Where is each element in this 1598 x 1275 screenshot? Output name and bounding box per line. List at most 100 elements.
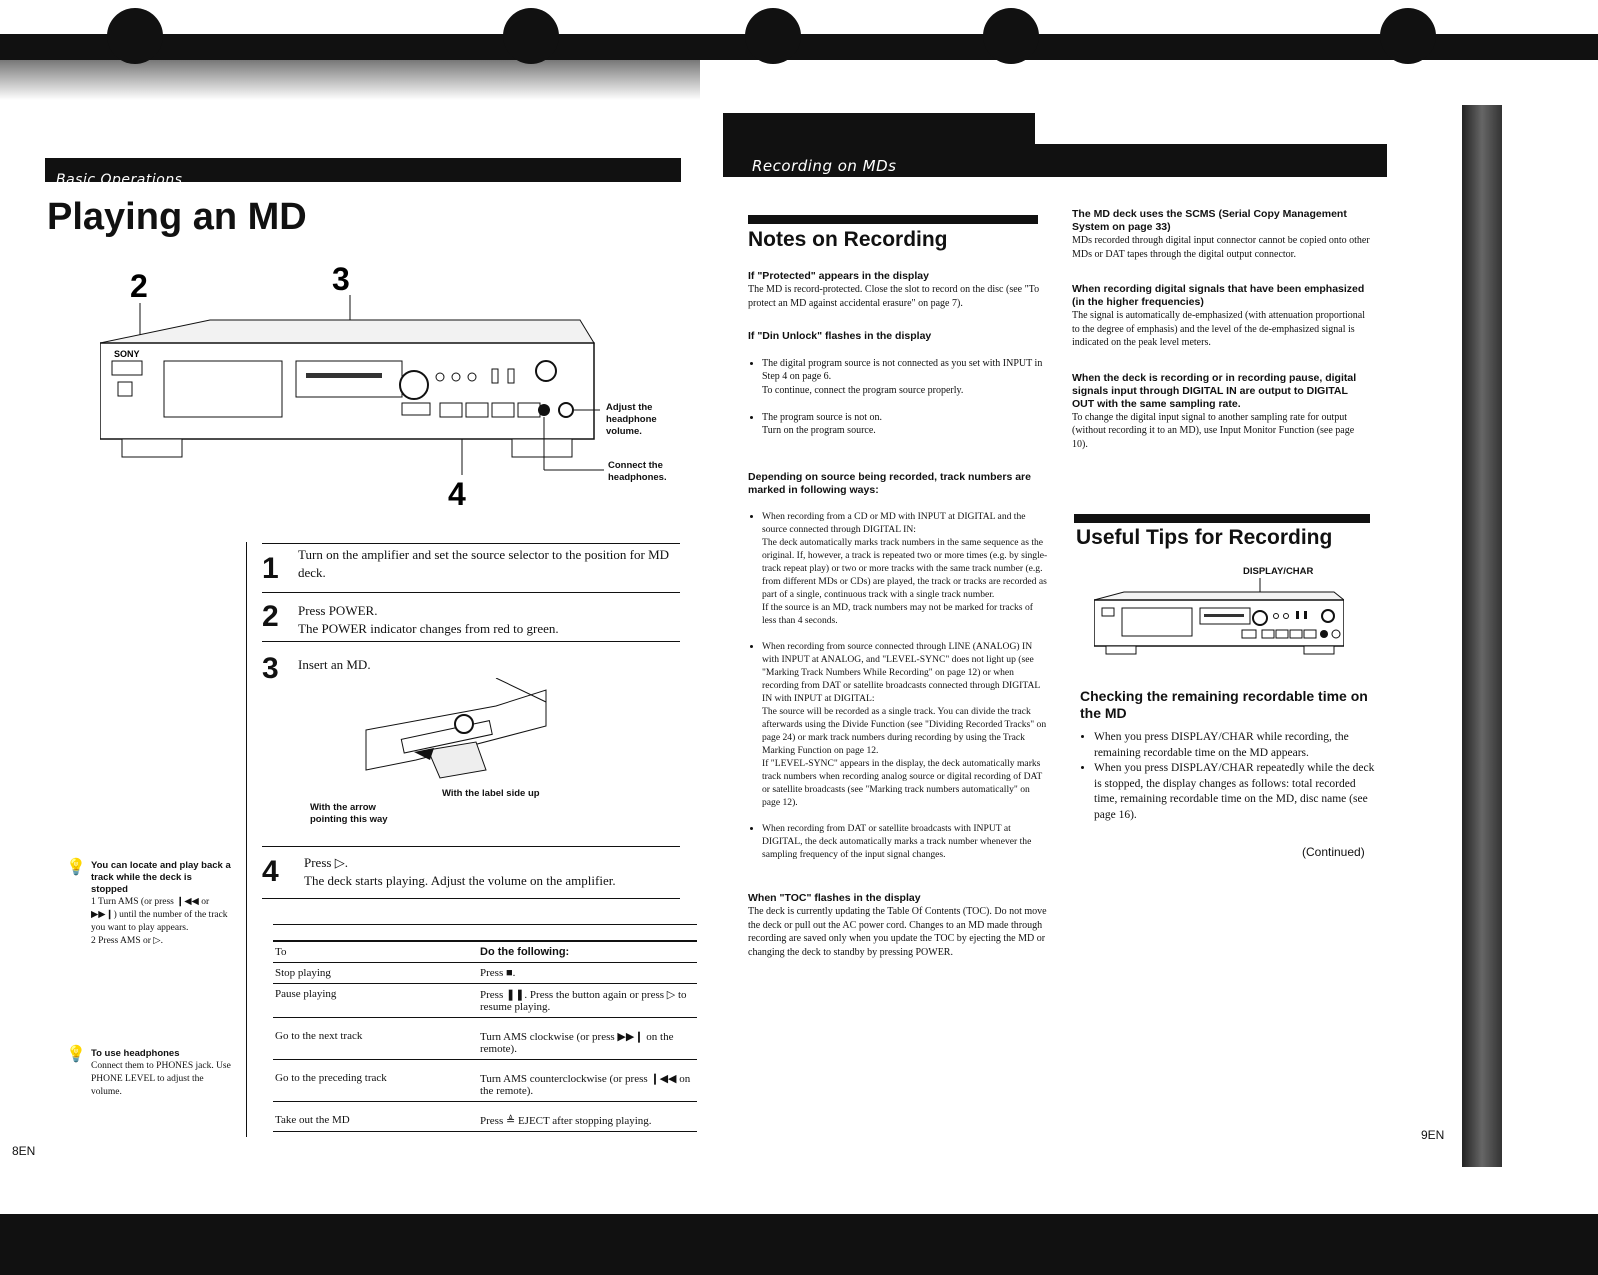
note-text: The MD is record-protected. Close the sl…: [748, 284, 1040, 309]
note-heading: When "TOC" flashes in the display: [748, 892, 921, 904]
step-line: The POWER indicator changes from red to …: [298, 621, 559, 636]
list-item: The digital program source is not connec…: [762, 357, 1048, 398]
step-number: 1: [262, 552, 279, 585]
note-list: The digital program source is not connec…: [748, 343, 1048, 451]
operations-table: To Do the following: Stop playing Press …: [273, 940, 697, 1132]
step-rule: [262, 898, 680, 899]
step-number: 2: [262, 600, 279, 633]
note-heading: If "Din Unlock" flashes in the display: [748, 330, 932, 342]
remaining-time-section: Checking the remaining recordable time o…: [1080, 688, 1376, 823]
table-header: Do the following:: [478, 940, 697, 963]
table-cell: Press ■.: [478, 962, 697, 984]
section-band-tab: [723, 113, 1035, 149]
table-row: Go to the next track Turn AMS clockwise …: [273, 1017, 697, 1060]
step-rule: [262, 592, 680, 593]
notes-column: If "Protected" appears in the display Th…: [748, 270, 1048, 959]
step-line: The deck starts playing. Adjust the volu…: [304, 873, 616, 888]
section-band: [45, 158, 681, 182]
notes-column-2: The MD deck uses the SCMS (Serial Copy M…: [1072, 208, 1372, 451]
note-text: The deck is currently updating the Table…: [748, 906, 1047, 958]
table-row: Pause playing Press ❚❚. Press the button…: [273, 983, 697, 1018]
note-heading: If "Protected" appears in the display: [748, 270, 929, 282]
callout-number: 4: [448, 476, 466, 512]
tip-icon: 💡: [66, 859, 86, 876]
brand-logo: SONY: [114, 349, 140, 359]
table-row: Take out the MD Press ≜ EJECT after stop…: [273, 1101, 697, 1132]
note-list: When recording from a CD or MD with INPU…: [748, 497, 1048, 874]
table-cell: Press ≜ EJECT after stopping playing.: [478, 1101, 697, 1132]
note-heading: When the deck is recording or in recordi…: [1072, 371, 1357, 410]
notes-title: Notes on Recording: [748, 228, 948, 251]
binder-hole: [983, 8, 1039, 64]
table-header: To: [273, 940, 478, 963]
step-text: Press POWER. The POWER indicator changes…: [298, 602, 682, 638]
table-cell: Take out the MD: [273, 1101, 478, 1132]
list-item: The program source is not on. Turn on th…: [762, 411, 1048, 438]
note-text: MDs recorded through digital input conne…: [1072, 235, 1370, 260]
callout-number: 3: [332, 265, 350, 297]
table-row: Go to the preceding track Turn AMS count…: [273, 1059, 697, 1102]
note-text: The signal is automatically de-emphasize…: [1072, 310, 1365, 348]
heading-bar: [748, 215, 1038, 224]
callout-adjust-volume: Adjust the headphone volume.: [606, 402, 657, 437]
page-title: Playing an MD: [47, 196, 307, 238]
column-divider: [246, 542, 247, 1137]
callout-connect-headphones: Connect the headphones.: [608, 460, 667, 483]
note-heading: When recording digital signals that have…: [1072, 283, 1365, 308]
subsection-heading: Checking the remaining recordable time o…: [1080, 688, 1368, 721]
tip-heading: To use headphones: [91, 1048, 180, 1059]
note-text: To change the digital input signal to an…: [1072, 411, 1355, 450]
tip-icon: 💡: [66, 1046, 86, 1063]
step-number: 4: [262, 855, 279, 888]
binder-hole: [745, 8, 801, 64]
continued-label: (Continued): [1302, 845, 1365, 859]
page-number: 9EN: [1421, 1128, 1445, 1142]
table-cell: Stop playing: [273, 962, 478, 984]
tips-title: Useful Tips for Recording: [1076, 526, 1333, 549]
step-text: Press ▷. The deck starts playing. Adjust…: [304, 854, 688, 890]
step-rule: [262, 543, 680, 544]
heading-bar: [1074, 514, 1370, 523]
binder-hole: [503, 8, 559, 64]
callout-arrow: With the arrow pointing this way: [310, 802, 388, 825]
step-number: 3: [262, 652, 279, 685]
insert-md-illustration: [365, 678, 547, 779]
list-item: When you press DISPLAY/CHAR while record…: [1094, 730, 1376, 761]
table-top-rule: [273, 924, 697, 925]
step-line: Press ▷.: [304, 855, 348, 870]
tip-step: 1 Turn AMS (or press ❙◀◀ or ▶▶❙) until t…: [91, 897, 228, 933]
tip-headphones: To use headphones Connect them to PHONES…: [91, 1048, 231, 1099]
step-line: Press POWER.: [298, 603, 378, 618]
page-number: 8EN: [12, 1144, 36, 1158]
tip-step: 2 Press AMS or ▷.: [91, 936, 163, 946]
table-cell: Go to the preceding track: [273, 1059, 478, 1102]
top-band-fade: [0, 60, 700, 100]
list-item: When recording from DAT or satellite bro…: [762, 822, 1048, 861]
section-label: Recording on MDs: [752, 157, 897, 175]
step-rule: [262, 641, 680, 642]
tip-locate: You can locate and play back a track whi…: [91, 860, 231, 948]
callout-label-side: With the label side up: [442, 788, 540, 799]
step-text: Turn on the amplifier and set the source…: [298, 547, 670, 580]
section-label: Basic Operations: [56, 172, 183, 188]
note-heading: Depending on source being recorded, trac…: [748, 471, 1031, 496]
table-cell: Press ❚❚. Press the button again or pres…: [478, 983, 697, 1018]
table-cell: Go to the next track: [273, 1017, 478, 1060]
note-heading: The MD deck uses the SCMS (Serial Copy M…: [1072, 208, 1347, 233]
tip-text: Connect them to PHONES jack. Use PHONE L…: [91, 1061, 231, 1097]
list-item: When recording from a CD or MD with INPU…: [762, 510, 1048, 627]
edge-tab: [1462, 105, 1502, 1167]
step-text: Insert an MD.: [298, 657, 371, 672]
list-item: When you press DISPLAY/CHAR repeatedly w…: [1094, 761, 1376, 823]
callout-number: 2: [130, 268, 148, 304]
table-cell: Turn AMS counterclockwise (or press ❙◀◀ …: [478, 1059, 697, 1102]
binder-hole: [107, 8, 163, 64]
table-cell: Pause playing: [273, 983, 478, 1018]
step-rule: [262, 846, 680, 847]
bottom-band: [0, 1214, 1598, 1275]
deck-small-illustration: [1094, 578, 1344, 655]
display-char-label: DISPLAY/CHAR: [1243, 566, 1314, 577]
table-row: Stop playing Press ■.: [273, 962, 697, 984]
tips-list: When you press DISPLAY/CHAR while record…: [1080, 730, 1376, 823]
list-item: When recording from source connected thr…: [762, 640, 1048, 809]
